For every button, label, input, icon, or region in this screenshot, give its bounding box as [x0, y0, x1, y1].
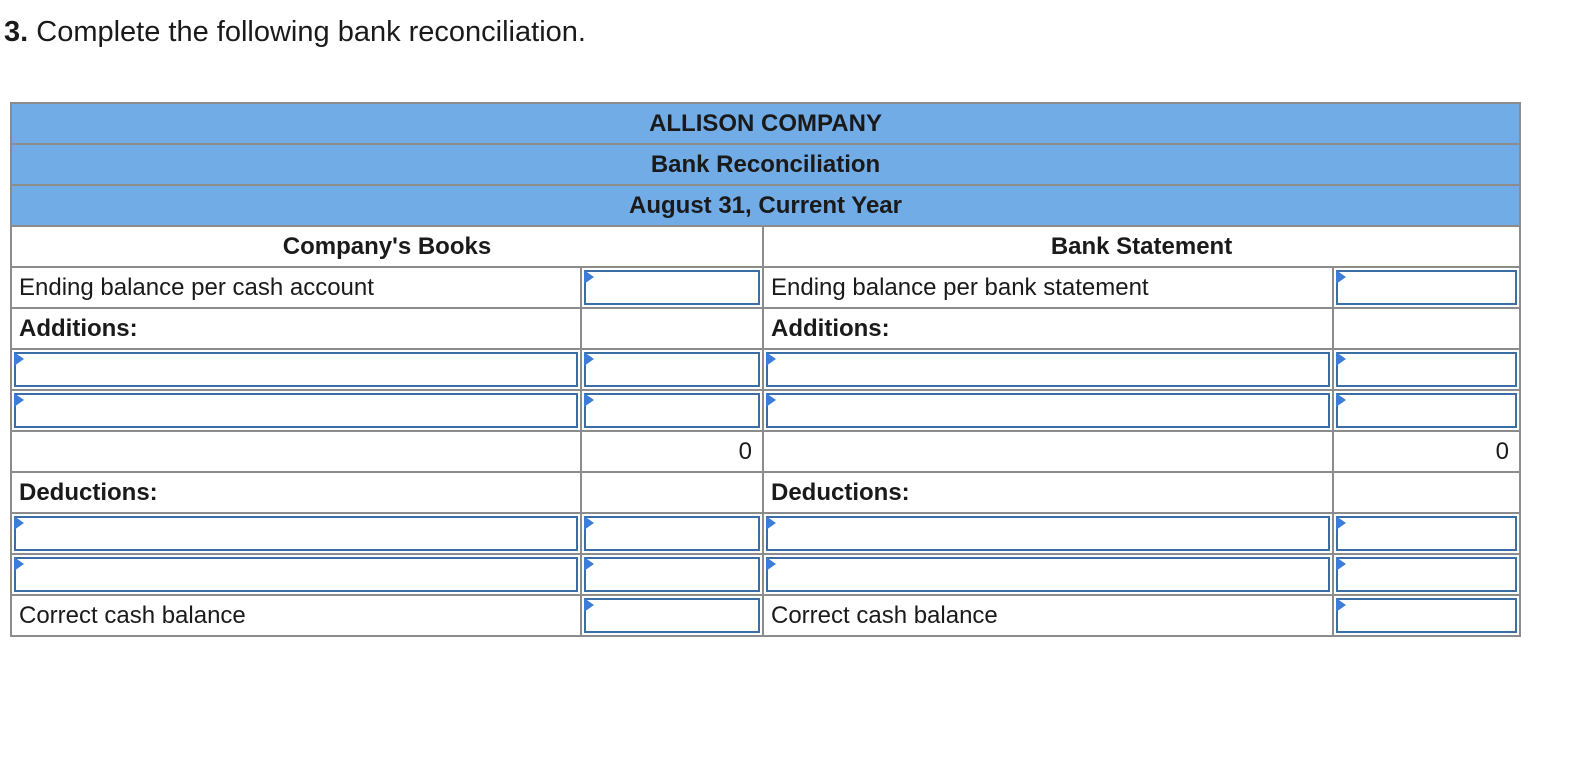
bank-deduction-2-description[interactable] [762, 553, 1334, 596]
company-name: ALLISON COMPANY [9, 102, 1522, 145]
input-flag-icon [1336, 557, 1346, 571]
bank-subtotal-value: 0 [1331, 430, 1522, 473]
bank-deduction-1-amount[interactable] [1331, 512, 1522, 555]
input-flag-icon [584, 516, 594, 530]
books-additions-label: Additions: [10, 307, 582, 350]
bank-correct-balance-label: Correct cash balance [762, 594, 1334, 637]
input-flag-icon [584, 393, 594, 407]
books-deduction-2-description[interactable] [10, 553, 582, 596]
books-deduction-1-description[interactable] [10, 512, 582, 555]
books-ending-balance-input[interactable] [580, 266, 764, 309]
input-flag-icon [766, 352, 776, 366]
books-deduction-2-amount[interactable] [580, 553, 764, 596]
bank-deductions-label: Deductions: [762, 471, 1334, 514]
books-addition-2-description[interactable] [10, 389, 582, 432]
bank-subtotal-blank [762, 430, 1334, 473]
books-additions-blank [580, 307, 764, 350]
books-addition-1-description[interactable] [10, 348, 582, 391]
books-correct-balance-label: Correct cash balance [10, 594, 582, 637]
books-addition-1-amount[interactable] [580, 348, 764, 391]
books-correct-balance-input[interactable] [580, 594, 764, 637]
input-flag-icon [766, 557, 776, 571]
books-subtotal-value: 0 [580, 430, 764, 473]
bank-heading: Bank Statement [761, 225, 1522, 268]
books-addition-2-amount[interactable] [580, 389, 764, 432]
input-flag-icon [584, 557, 594, 571]
bank-deductions-blank [1331, 471, 1522, 514]
input-flag-icon [1336, 598, 1346, 612]
question-number: 3. [4, 16, 29, 48]
statement-date: August 31, Current Year [9, 184, 1522, 227]
bank-additions-blank [1331, 307, 1522, 350]
input-flag-icon [766, 393, 776, 407]
input-flag-icon [14, 393, 24, 407]
bank-correct-balance-input[interactable] [1331, 594, 1522, 637]
bank-additions-label: Additions: [762, 307, 1334, 350]
input-flag-icon [14, 516, 24, 530]
books-heading: Company's Books [10, 225, 764, 268]
input-flag-icon [1336, 270, 1346, 284]
bank-reconciliation-table: ALLISON COMPANY Bank Reconciliation Augu… [9, 102, 1522, 637]
question-prompt: 3. Complete the following bank reconcili… [4, 14, 586, 50]
bank-deduction-2-amount[interactable] [1331, 553, 1522, 596]
bank-addition-1-description[interactable] [762, 348, 1334, 391]
input-flag-icon [584, 270, 594, 284]
bank-addition-2-description[interactable] [762, 389, 1334, 432]
books-deductions-blank [580, 471, 764, 514]
input-flag-icon [14, 352, 24, 366]
input-flag-icon [584, 352, 594, 366]
input-flag-icon [1336, 352, 1346, 366]
bank-addition-1-amount[interactable] [1331, 348, 1522, 391]
bank-ending-balance-input[interactable] [1331, 266, 1522, 309]
bank-ending-balance-label: Ending balance per bank statement [762, 266, 1334, 309]
statement-title: Bank Reconciliation [9, 143, 1522, 186]
books-deduction-1-amount[interactable] [580, 512, 764, 555]
bank-addition-2-amount[interactable] [1331, 389, 1522, 432]
question-text: Complete the following bank reconciliati… [36, 16, 586, 48]
books-deductions-label: Deductions: [10, 471, 582, 514]
books-ending-balance-label: Ending balance per cash account [10, 266, 582, 309]
bank-deduction-1-description[interactable] [762, 512, 1334, 555]
books-subtotal-blank [10, 430, 582, 473]
input-flag-icon [766, 516, 776, 530]
input-flag-icon [1336, 393, 1346, 407]
input-flag-icon [14, 557, 24, 571]
input-flag-icon [584, 598, 594, 612]
input-flag-icon [1336, 516, 1346, 530]
